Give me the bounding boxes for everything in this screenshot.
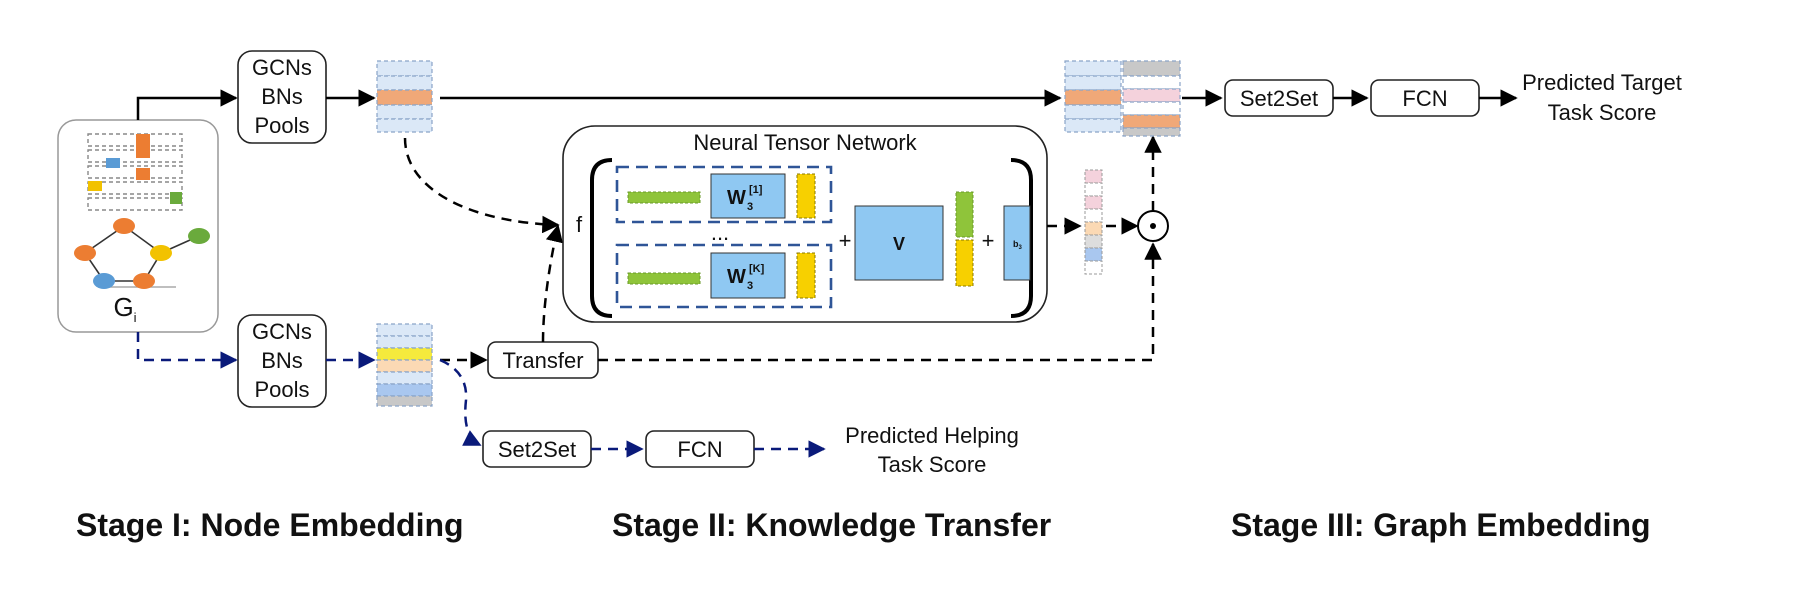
bias-label: b3	[1013, 239, 1023, 251]
ntn-ellipsis: ...	[711, 220, 729, 245]
arrow-top-embedding-to-ntn	[403, 137, 560, 234]
node-embedding-stack-top	[376, 60, 433, 133]
graph-icon	[74, 218, 210, 289]
predicted-target-score-line2: Task Score	[1548, 100, 1657, 125]
arrow-transfer-to-product	[598, 242, 1162, 362]
svg-text:3: 3	[747, 280, 753, 292]
stage-3-label: Stage III: Graph Embedding	[1231, 507, 1651, 543]
svg-text:BNs: BNs	[261, 84, 303, 109]
w-slice-1-label: W	[727, 187, 746, 209]
input-graph-panel: Gi	[57, 119, 219, 333]
plus-sign-2: +	[982, 228, 995, 253]
node-embedding-stack-bottom	[376, 323, 433, 407]
plus-sign-1: +	[839, 228, 852, 253]
stage-2-label: Stage II: Knowledge Transfer	[612, 507, 1051, 543]
arrow-input-to-gcn-top	[136, 89, 238, 120]
set2set-bottom: Set2Set	[482, 430, 592, 468]
svg-text:FCN: FCN	[677, 437, 722, 462]
gcn-block-bottom: GCNs BNs Pools	[237, 314, 327, 408]
w-slice-k-label: W	[727, 266, 746, 288]
set2set-top: Set2Set	[1224, 79, 1334, 117]
predicted-helping-score-line1: Predicted Helping	[845, 423, 1019, 448]
arrow-transfer-to-ntn	[541, 224, 563, 343]
ntn-title: Neural Tensor Network	[693, 130, 917, 155]
graph-label: Gi	[113, 292, 136, 325]
ntn-f-label: f	[576, 212, 583, 237]
svg-text:[K]: [K]	[749, 263, 765, 275]
fcn-bottom: FCN	[645, 430, 755, 468]
svg-text:FCN: FCN	[1402, 86, 1447, 111]
fcn-top: FCN	[1370, 79, 1480, 117]
svg-text:Set2Set: Set2Set	[1240, 86, 1318, 111]
transfer-box: Transfer	[487, 341, 599, 379]
svg-text:[1]: [1]	[749, 184, 763, 196]
svg-text:Transfer: Transfer	[502, 348, 583, 373]
svg-text:3: 3	[747, 201, 753, 213]
svg-text:GCNs: GCNs	[252, 319, 312, 344]
predicted-helping-score-line2: Task Score	[878, 452, 987, 477]
arrow-embedding-to-set2set-bottom	[439, 358, 482, 447]
v-matrix-label: V	[893, 234, 905, 254]
gcn-block-top: GCNs BNs Pools	[237, 50, 327, 144]
svg-text:BNs: BNs	[261, 348, 303, 373]
svg-text:Set2Set: Set2Set	[498, 437, 576, 462]
predicted-target-score-line1: Predicted Target	[1522, 70, 1682, 95]
elementwise-product-node	[1137, 210, 1169, 242]
stage-1-label: Stage I: Node Embedding	[76, 507, 464, 543]
arrow-input-to-gcn-bottom	[136, 332, 238, 369]
concatenated-embedding-stack	[1064, 60, 1181, 137]
ntn-output-vector	[1084, 169, 1103, 275]
svg-text:GCNs: GCNs	[252, 55, 312, 80]
svg-text:Pools: Pools	[254, 113, 309, 138]
neural-tensor-network: Neural Tensor Network f W 3 [1] ... W 3 …	[562, 125, 1048, 323]
svg-text:Pools: Pools	[254, 377, 309, 402]
